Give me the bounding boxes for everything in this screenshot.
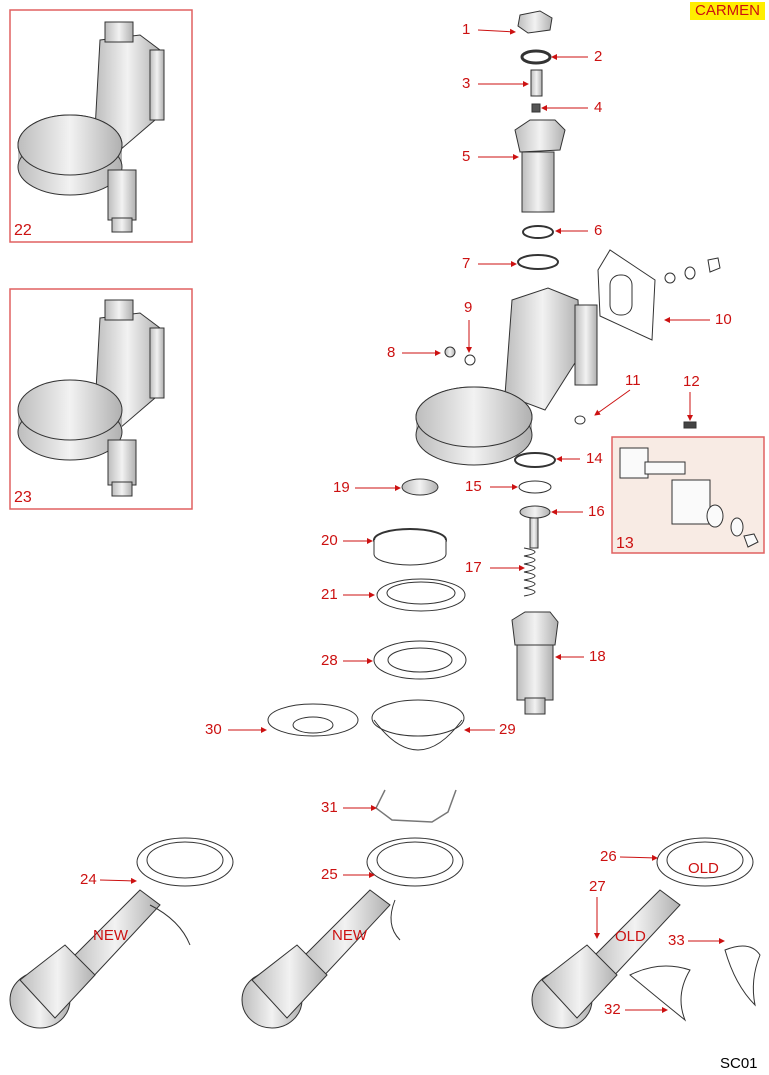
- inset-label-23: 23: [14, 489, 32, 506]
- callout-2: 2: [594, 48, 603, 65]
- callout-19: 19: [333, 479, 350, 496]
- portafilter-drawings: [9, 837, 761, 1029]
- portafilter-24-drawing: [9, 837, 234, 1029]
- variant-tag-new-24: NEW: [93, 927, 128, 944]
- callout-1: 1: [462, 21, 471, 38]
- callout-4: 4: [594, 99, 603, 116]
- callout-31: 31: [321, 799, 338, 816]
- callout-20: 20: [321, 532, 338, 549]
- callout-28: 28: [321, 652, 338, 669]
- spout-32-drawing: [629, 965, 691, 1022]
- callout-9: 9: [464, 299, 473, 316]
- callout-30: 30: [205, 721, 222, 738]
- spout-33-drawing: [724, 945, 761, 1007]
- portafilter-25-drawing: [241, 837, 464, 1029]
- exploded-column-parts: [267, 10, 721, 823]
- callout-33: 33: [668, 932, 685, 949]
- callout-29: 29: [499, 721, 516, 738]
- portafilter-26-drawing: [531, 837, 754, 1029]
- model-tag: CARMEN: [690, 2, 765, 20]
- callout-27: 27: [589, 878, 606, 895]
- variant-tag-old-27: OLD: [615, 928, 646, 945]
- callout-16: 16: [588, 503, 605, 520]
- callout-24: 24: [80, 871, 97, 888]
- callout-12: 12: [683, 373, 700, 390]
- callout-11: 11: [625, 372, 641, 389]
- callout-leaders: [99, 28, 725, 1013]
- callout-32: 32: [604, 1001, 621, 1018]
- variant-tag-old-26: OLD: [688, 860, 719, 877]
- callout-10: 10: [715, 311, 732, 328]
- callout-18: 18: [589, 648, 606, 665]
- sheet-code: SC01: [720, 1055, 758, 1072]
- callout-3: 3: [462, 75, 471, 92]
- inset-label-13: 13: [616, 535, 634, 552]
- callout-5: 5: [462, 148, 471, 165]
- callout-14: 14: [586, 450, 603, 467]
- callout-6: 6: [594, 222, 603, 239]
- callout-15: 15: [465, 478, 482, 495]
- variant-tag-new-25: NEW: [332, 927, 367, 944]
- group-head-assembly-23: [17, 299, 165, 497]
- callout-17: 17: [465, 559, 482, 576]
- inset-label-22: 22: [14, 222, 32, 239]
- callout-7: 7: [462, 255, 471, 272]
- solenoid-valve-drawing: [619, 447, 759, 548]
- callout-21: 21: [321, 586, 338, 603]
- group-head-assembly-22: [17, 21, 165, 233]
- callout-25: 25: [321, 866, 338, 883]
- callout-26: 26: [600, 848, 617, 865]
- callout-8: 8: [387, 344, 396, 361]
